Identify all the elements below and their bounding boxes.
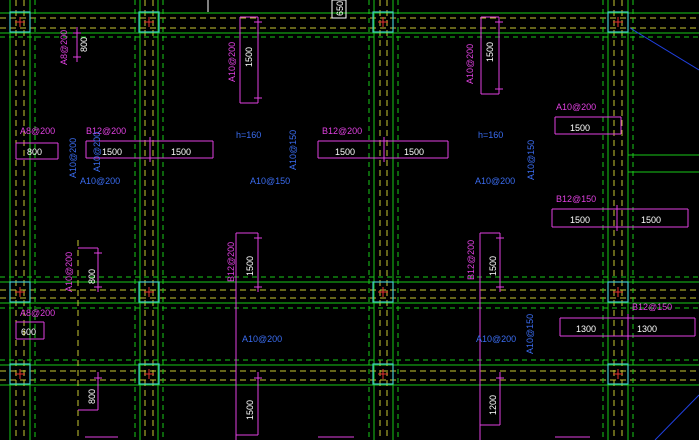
label-a10-200-vert-lower: A10@200 bbox=[64, 252, 74, 292]
column bbox=[9, 363, 31, 385]
dim-1500-bottom-mid: 1500 bbox=[245, 400, 255, 420]
blue-edge-lines bbox=[629, 27, 699, 440]
dim-1500-lower-mid: 1500 bbox=[245, 256, 255, 276]
label-a8-200-top-left: A8@200 bbox=[59, 30, 69, 65]
dim-1500-a: 1500 bbox=[102, 147, 122, 157]
label-a10-200-blue-lower-right: A10@200 bbox=[476, 334, 516, 344]
dim-1200-bottom-right: 1200 bbox=[488, 395, 498, 415]
label-a10-200-blue-right: A10@200 bbox=[475, 176, 515, 186]
label-h160-left: h=160 bbox=[236, 130, 261, 140]
column bbox=[9, 11, 31, 33]
dim-1500-d: 1500 bbox=[404, 147, 424, 157]
label-h160-right: h=160 bbox=[478, 130, 503, 140]
label-a10-150-blue-mid: A10@150 bbox=[250, 176, 290, 186]
dim-1300-a: 1300 bbox=[576, 324, 596, 334]
label-a10-200-right-edge: A10@200 bbox=[556, 102, 596, 112]
dim-1500-right-top: 1500 bbox=[570, 123, 590, 133]
label-a10-150-vert-lower-right: A10@150 bbox=[525, 314, 535, 354]
top-marker-box bbox=[331, 0, 347, 19]
label-a10-200-vert-left-b: A10@200 bbox=[92, 132, 102, 172]
column bbox=[138, 11, 160, 33]
column bbox=[372, 281, 394, 303]
dim-800-bottom-left: 800 bbox=[87, 389, 97, 404]
label-b12-200-vert-lower: B12@200 bbox=[226, 242, 236, 282]
dim-800-left: 800 bbox=[27, 147, 42, 157]
dim-800-top-left: 800 bbox=[79, 37, 89, 52]
dimension-values: 800 1500 1500 800 1500 1500 1500 1500 15… bbox=[21, 37, 661, 420]
label-b12-200-vert-lower-right: B12@200 bbox=[466, 240, 476, 280]
label-a10-200-top-right: A10@200 bbox=[465, 44, 475, 84]
column bbox=[372, 363, 394, 385]
column bbox=[607, 281, 629, 303]
column bbox=[9, 281, 31, 303]
label-a10-200-blue-left: A10@200 bbox=[80, 176, 120, 186]
label-b12-200-mid: B12@200 bbox=[322, 126, 362, 136]
label-a10-200-vert-left: A10@200 bbox=[68, 138, 78, 178]
dim-1300-b: 1300 bbox=[637, 324, 657, 334]
column bbox=[138, 281, 160, 303]
dim-1500-top-mid: 1500 bbox=[244, 47, 254, 67]
dim-1500-lower-right: 1500 bbox=[488, 256, 498, 276]
dim-1500-right-mid-b: 1500 bbox=[641, 215, 661, 225]
label-a10-150-vert-right: A10@150 bbox=[526, 140, 536, 180]
label-b12-150-right-lower: B12@150 bbox=[632, 302, 672, 312]
label-a8-200-lower-left: A8@200 bbox=[20, 308, 55, 318]
column bbox=[372, 11, 394, 33]
top-marker-text: 650 bbox=[335, 1, 345, 16]
label-b12-200-left: B12@200 bbox=[86, 126, 126, 136]
column bbox=[138, 363, 160, 385]
distribution-labels: h=160 h=160 A10@200 A10@200 A10@200 A10@… bbox=[68, 130, 536, 354]
dim-1500-c: 1500 bbox=[335, 147, 355, 157]
columns bbox=[9, 11, 629, 385]
label-a10-150-vert-mid: A10@150 bbox=[288, 130, 298, 170]
label-a8-200-left: A8@200 bbox=[20, 126, 55, 136]
dim-1500-right-mid-a: 1500 bbox=[570, 215, 590, 225]
rebar-lines bbox=[15, 16, 696, 440]
rebar-labels: A8@200 A10@200 A10@200 A8@200 B12@200 B1… bbox=[20, 30, 672, 318]
dim-800-lower-left: 800 bbox=[87, 269, 97, 284]
label-b12-150-right: B12@150 bbox=[556, 194, 596, 204]
label-a10-200-top-mid: A10@200 bbox=[227, 42, 237, 82]
column-markers bbox=[15, 17, 623, 379]
dim-1500-top-right: 1500 bbox=[485, 42, 495, 62]
dim-600-left: 600 bbox=[21, 327, 36, 337]
dim-1500-b: 1500 bbox=[171, 147, 191, 157]
column bbox=[607, 363, 629, 385]
column bbox=[607, 11, 629, 33]
label-a10-200-blue-lower-mid: A10@200 bbox=[242, 334, 282, 344]
